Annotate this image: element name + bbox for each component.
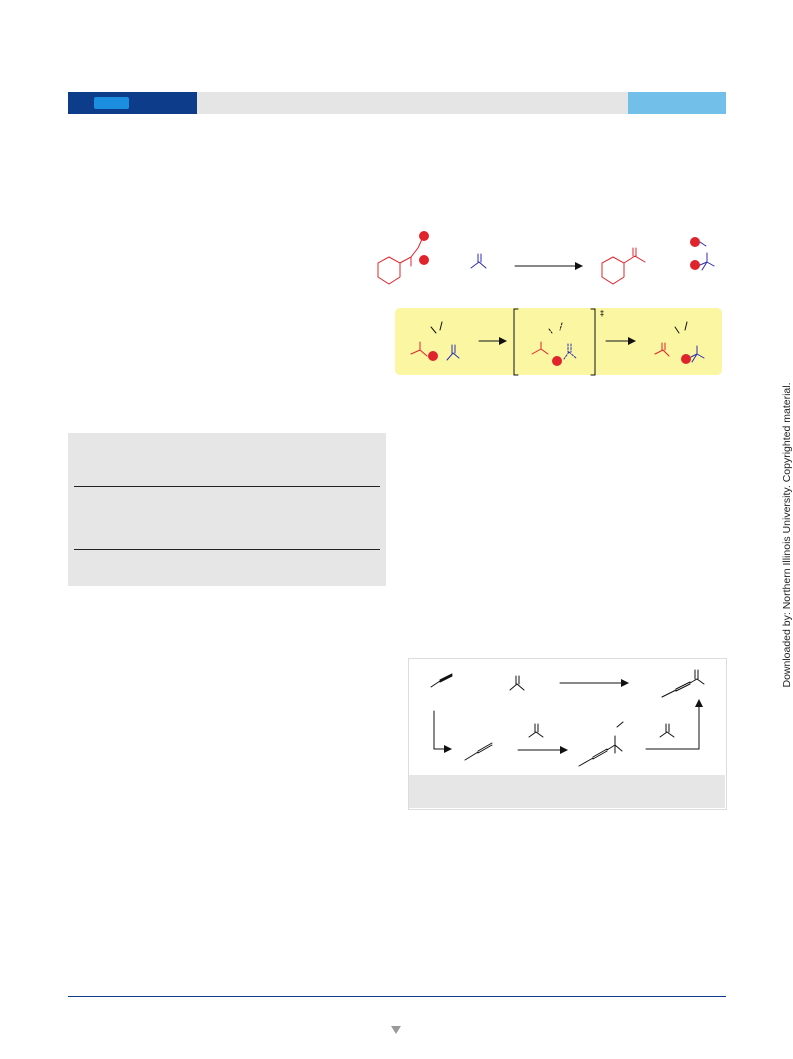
- header-section-pill: [94, 97, 129, 109]
- mechanism-scheme: ‡: [410, 308, 705, 376]
- reagent-isobutylene: [470, 253, 487, 269]
- byproduct-dot: [690, 237, 700, 247]
- leaving-group-dot: [419, 255, 429, 265]
- ts-marker: ‡: [600, 309, 604, 318]
- scheme-caption: [409, 775, 725, 808]
- synthesis-scheme: [430, 669, 705, 767]
- mech-reactant-red: [410, 341, 428, 357]
- table-box: [68, 433, 386, 586]
- reactant-cyclohexane: [377, 256, 401, 285]
- mech-reagent-blue: [446, 344, 460, 361]
- header-band-light: [628, 92, 726, 114]
- table-rule-top: [74, 486, 380, 487]
- reaction-scheme: [377, 231, 715, 285]
- product-alkene: [623, 247, 646, 264]
- header-band-title-area: [197, 92, 628, 114]
- product-cyclohexane: [601, 256, 625, 285]
- table-rule-bottom: [74, 549, 380, 550]
- triangle-down-icon: [391, 1026, 401, 1034]
- ts-bracket-right: [590, 308, 596, 376]
- footer-rule: [68, 996, 726, 997]
- byproduct-dot: [690, 260, 700, 270]
- ts-bracket-left: [513, 308, 519, 376]
- leaving-group-dot: [419, 231, 429, 241]
